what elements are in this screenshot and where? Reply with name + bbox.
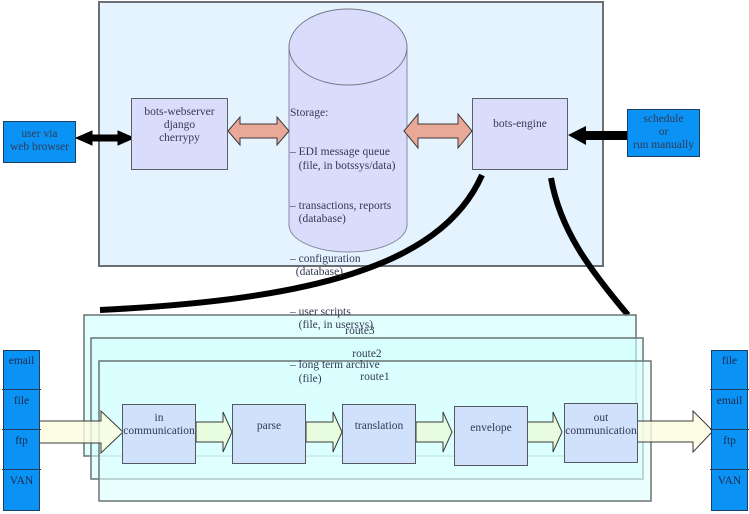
inbound-channel-van: VAN [9,475,34,487]
outbound-channels [711,350,748,511]
storage-description: Storage: – EDI message queue (file, in b… [290,80,395,399]
engine-curve-left [99,173,485,313]
storage-item: – configuration (database) [290,252,361,279]
step-parse [232,404,306,464]
storage-item: – user scripts (file, in usersys) [290,306,374,332]
inbound-channel-email: email [2,350,41,390]
outbound-arrow [635,409,714,454]
engine-label: bots-engine [493,118,547,130]
webserver-box [131,98,228,170]
outbound-channel-van: VAN [717,475,742,487]
outbound-channel-email: email [710,390,749,430]
engine-curve-right [548,177,631,317]
step-envelope-label: envelope [470,422,512,434]
user-browser-box [3,121,76,163]
route1-label: route1 [360,371,390,383]
storage-cylinder [288,8,408,253]
step-in-communication [122,404,196,464]
scheduler-box [627,109,700,157]
flow-arrow-2 [305,411,343,453]
step-parse-label: parse [256,420,282,432]
storage-item: – EDI message queue (file, in botssys/da… [290,146,396,172]
flow-arrow-1 [195,411,233,453]
storage-item: – long term archive (file) [290,359,380,385]
webserver-storage-arrow [227,115,290,147]
engine-box [472,98,568,170]
step-in-communication-label: in communication [123,412,195,437]
step-translation-label: translation [354,420,404,432]
outbound-channel-file: file [710,350,749,390]
inbound-channel-file: file [2,390,41,430]
inbound-channel-ftp: ftp [2,430,41,470]
storage-title: Storage: [290,106,329,119]
step-translation [342,404,416,464]
flow-arrow-3 [415,411,453,453]
webserver-label: bots-webserver django cherrypy [144,106,215,144]
scheduler-label: schedule or run manually [633,113,694,151]
schedule-engine-arrow [568,126,628,145]
inbound-arrow [38,409,124,455]
route2-label: route2 [352,348,382,360]
storage-item: – transactions, reports (database) [290,199,392,225]
route3-label: route3 [345,325,375,337]
flow-arrow-4 [525,411,563,453]
step-envelope [454,406,528,466]
step-out-communication-label: out communication [565,412,637,437]
step-out-communication [564,403,638,463]
inbound-channels [3,350,40,511]
user-browser-label: user via web browser [9,128,70,153]
outbound-channel-ftp: ftp [710,430,749,470]
